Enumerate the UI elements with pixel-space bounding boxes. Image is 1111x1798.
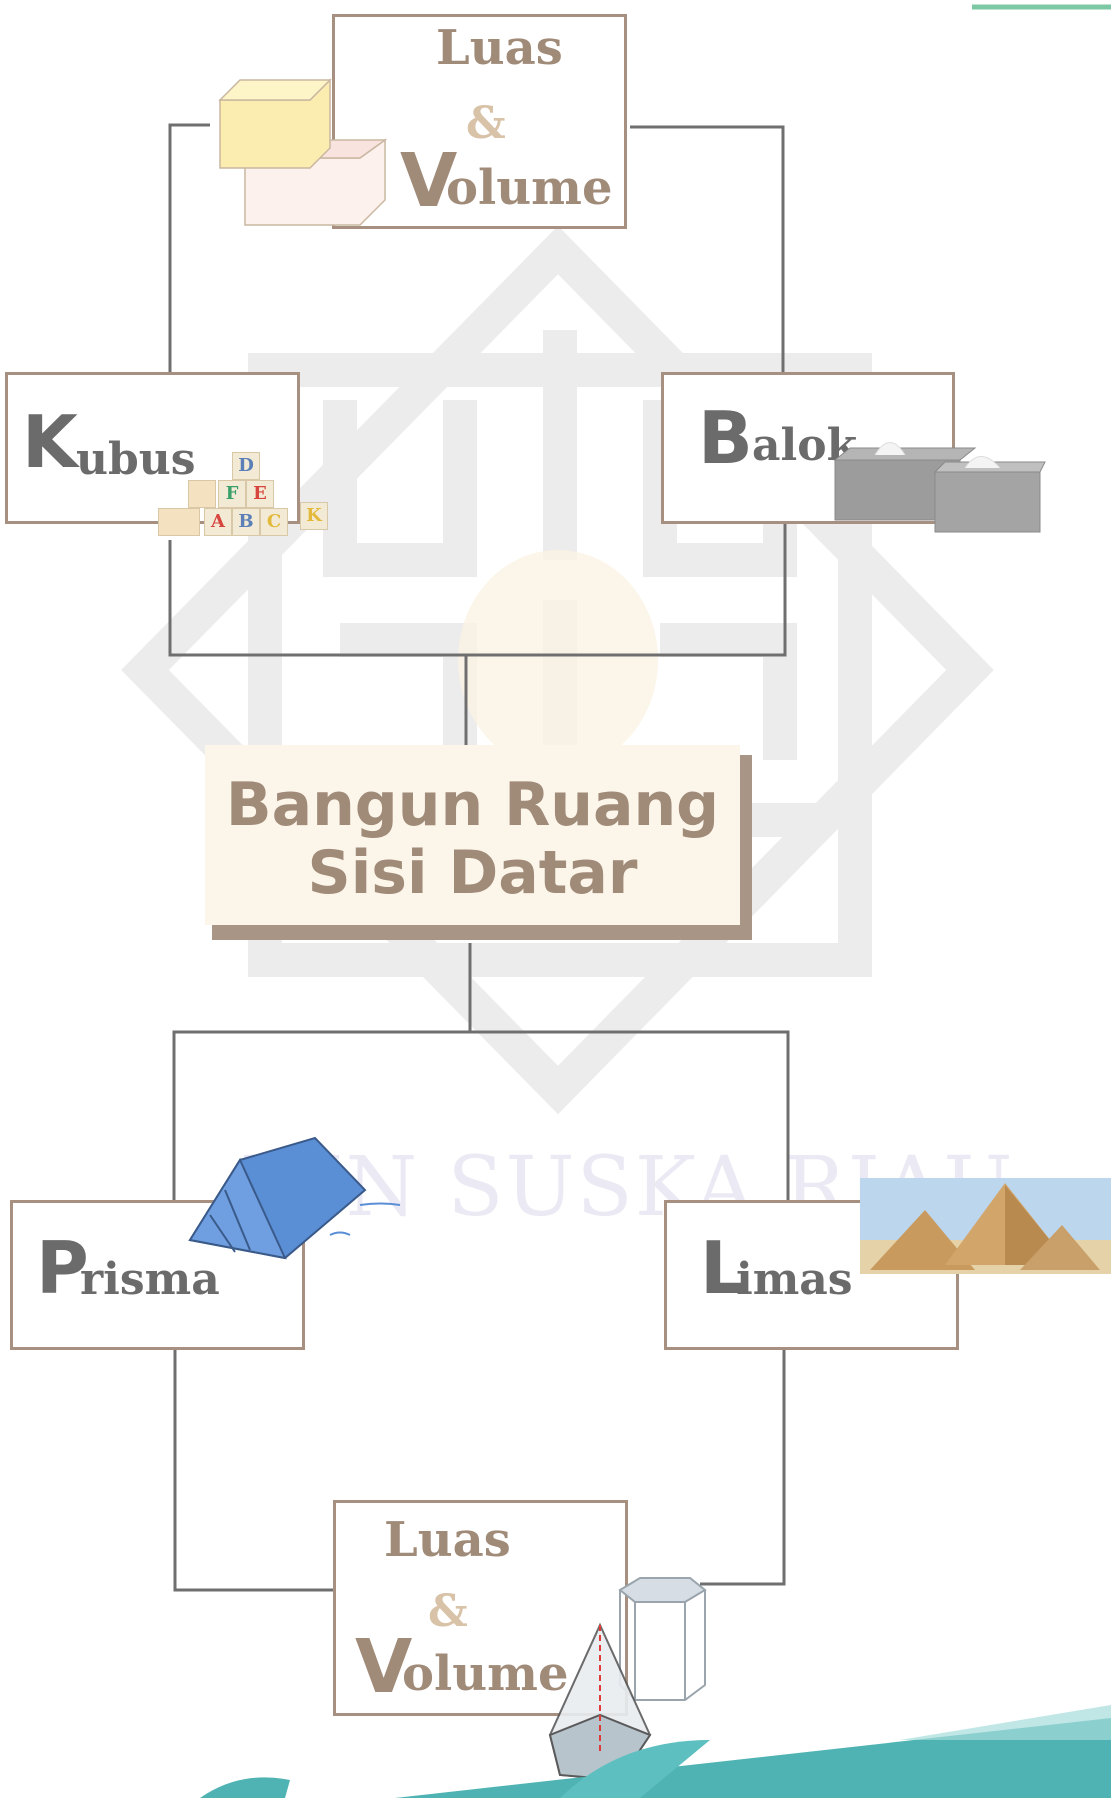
top-amp-label: & [466, 98, 506, 149]
top-volume-initial: V [400, 138, 458, 224]
limas-rest: imas [736, 1254, 853, 1305]
top-volume-rest: olume [446, 160, 613, 216]
bottom-volume-initial: V [355, 1624, 413, 1710]
prisma-initial: P [36, 1226, 89, 1310]
top-luas-label: Luas [436, 20, 563, 76]
bottom-amp-label: & [428, 1586, 468, 1637]
prisma-rest: risma [80, 1254, 220, 1305]
limas-initial: L [700, 1226, 746, 1310]
bottom-volume-rest: olume [402, 1646, 569, 1702]
abc-blocks-icon: D F E A B C K [158, 450, 343, 540]
center-title-line1: Bangun Ruang [225, 770, 720, 840]
kubus-rest: ubus [76, 434, 196, 485]
bottom-luas-label: Luas [384, 1512, 511, 1568]
center-title-line2: Sisi Datar [307, 838, 638, 908]
center-box [205, 745, 740, 925]
balok-initial: B [698, 396, 753, 480]
kubus-initial: K [22, 400, 78, 484]
